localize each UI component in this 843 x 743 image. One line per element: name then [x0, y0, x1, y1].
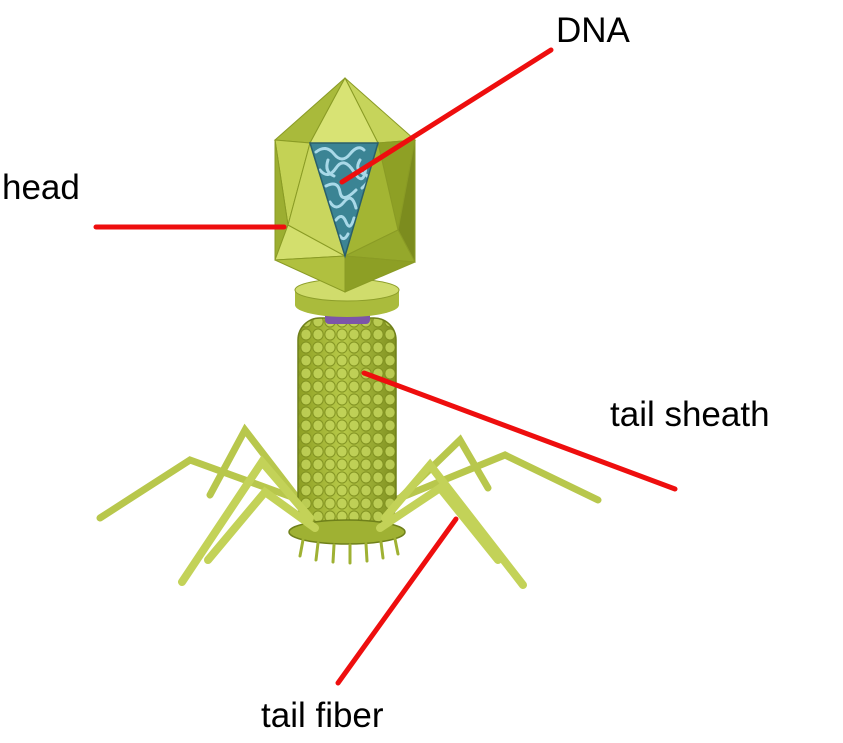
tail-fiber-label: tail fiber	[261, 698, 384, 733]
tail-sheath-shape	[298, 318, 396, 526]
head-label: head	[2, 170, 80, 205]
dna-label: DNA	[556, 13, 630, 48]
tail-sheath-label: tail sheath	[610, 397, 770, 432]
